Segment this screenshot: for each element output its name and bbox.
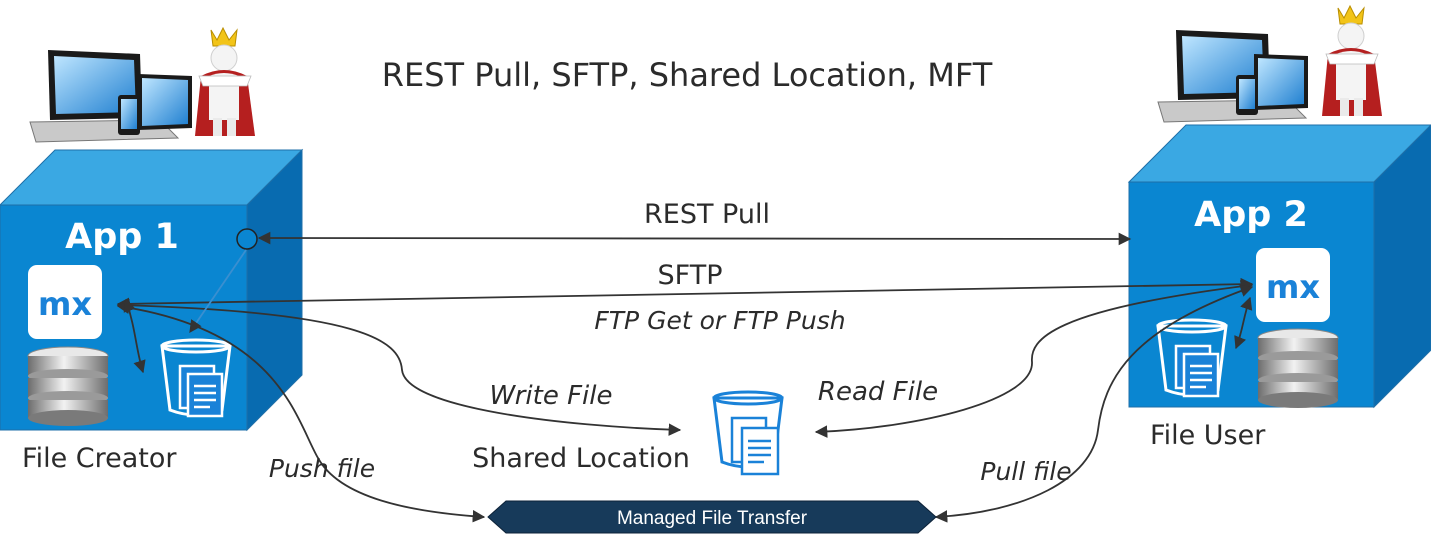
mendix-logo-icon: mx	[28, 265, 102, 339]
push-file-arrow	[116, 301, 486, 523]
app1-rest-bucket-arrow	[189, 249, 247, 334]
king-figure-icon	[195, 26, 255, 136]
laptop-devices-icon	[1157, 30, 1308, 123]
shared-location-label: Shared Location	[472, 443, 690, 474]
laptop-devices-icon	[29, 50, 192, 143]
app2-caption: File User	[1150, 420, 1266, 451]
connectors	[116, 231, 1254, 523]
database-icon	[1257, 328, 1339, 409]
pull-file-arrow	[934, 284, 1254, 523]
app1-caption: File Creator	[22, 443, 177, 474]
mendix-logo-icon: mx	[1256, 248, 1330, 322]
mendix-logo-text: mx	[38, 285, 92, 323]
app1-db-arrow	[123, 298, 146, 374]
app2-db-arrow	[1234, 296, 1253, 350]
sftp-label: SFTP	[658, 260, 723, 291]
pull-file-label: Pull file	[980, 457, 1071, 486]
ftp-note-label: FTP Get or FTP Push	[594, 306, 845, 335]
king-figure-icon	[1322, 4, 1382, 116]
mendix-logo-text: mx	[1266, 268, 1320, 306]
read-file-label: Read File	[818, 377, 938, 407]
rest-pull-label: REST Pull	[644, 199, 770, 230]
app2-title: App 2	[1194, 195, 1308, 235]
app1-title: App 1	[65, 217, 179, 257]
rest-endpoint	[236, 228, 258, 250]
mft-label: Managed File Transfer	[617, 508, 808, 529]
rest-pull-arrow	[257, 231, 1132, 246]
push-file-label: Push file	[269, 454, 375, 483]
diagram-title: REST Pull, SFTP, Shared Location, MFT	[382, 56, 993, 94]
mft-bar: Managed File Transfer	[487, 500, 937, 534]
database-icon	[27, 346, 109, 427]
shared-location-bucket-icon	[712, 390, 784, 476]
write-file-label: Write File	[489, 381, 612, 411]
